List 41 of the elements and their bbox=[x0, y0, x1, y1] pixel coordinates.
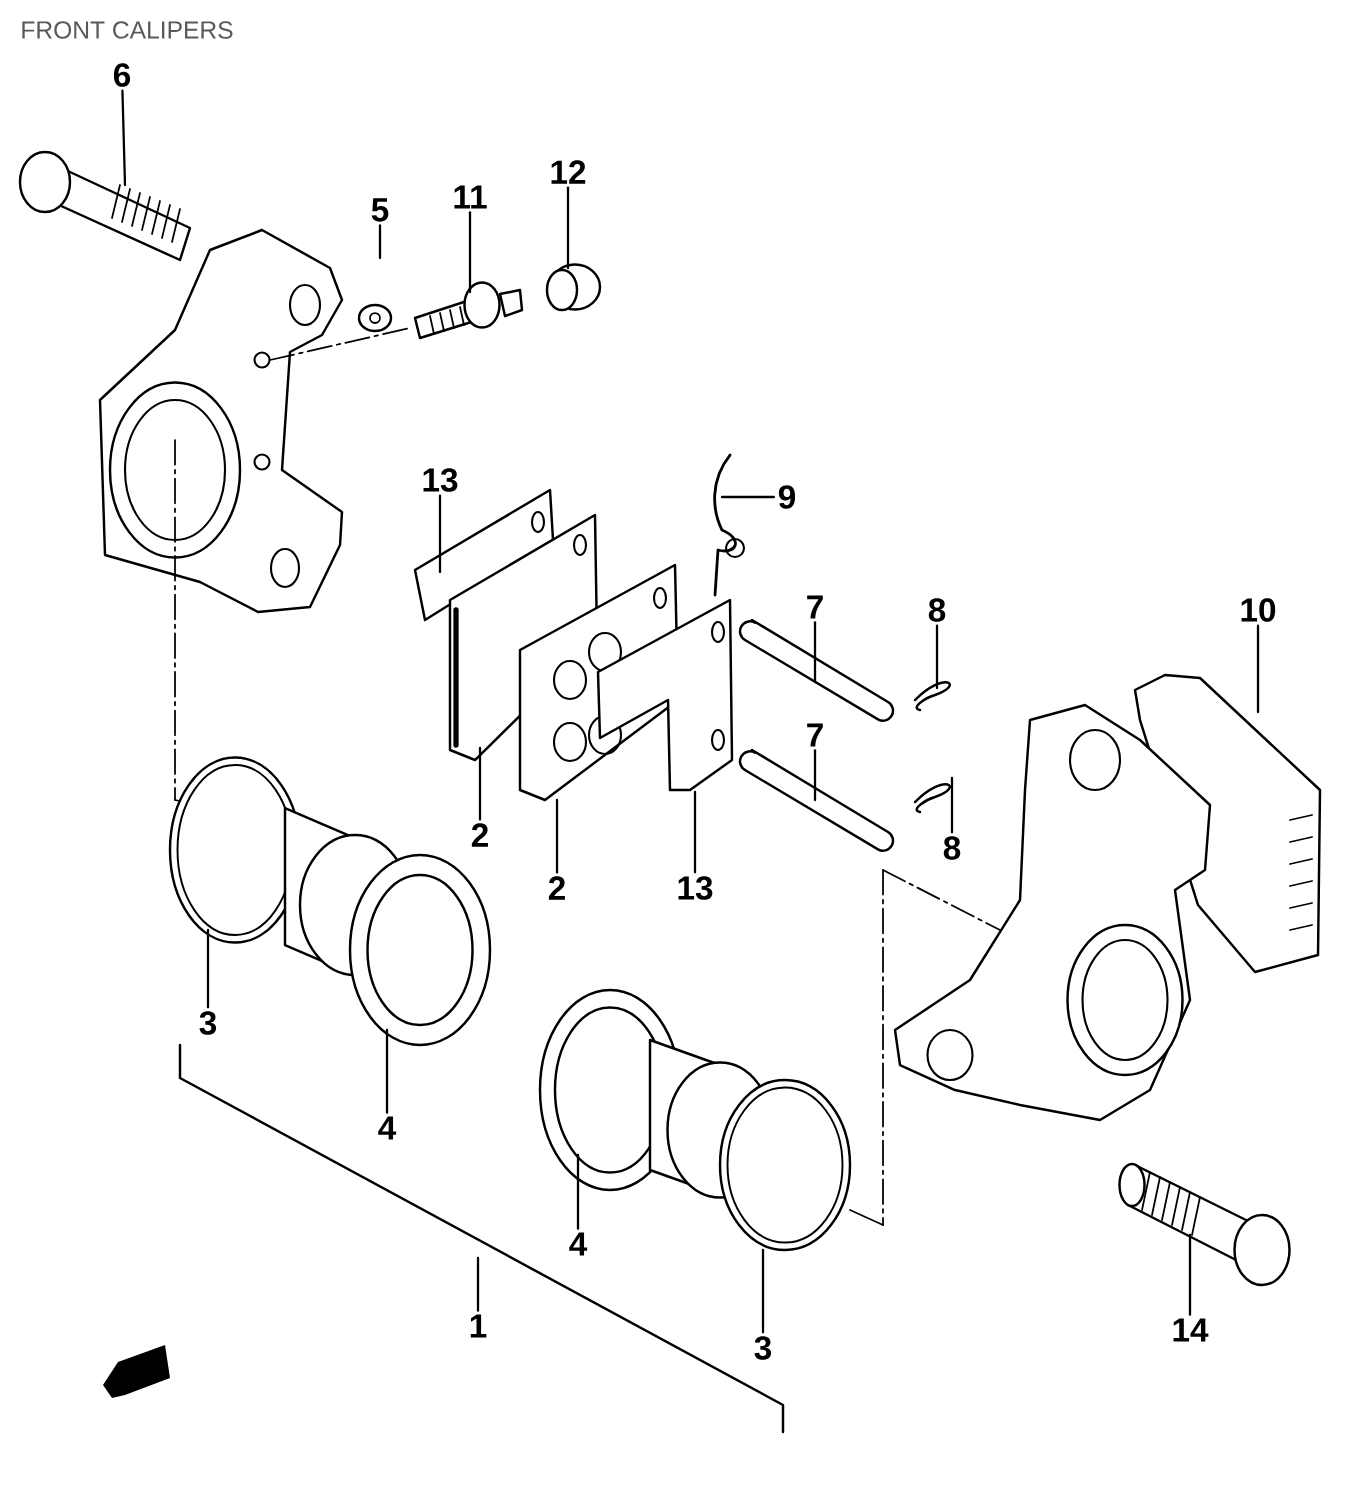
callout-number: 8 bbox=[928, 598, 946, 622]
leader-line bbox=[566, 186, 570, 270]
callout-number: 2 bbox=[471, 823, 488, 847]
leader-line bbox=[1256, 624, 1260, 714]
leader-line bbox=[813, 749, 817, 802]
callout-number: 13 bbox=[423, 468, 458, 492]
callout-number: 1 bbox=[470, 1314, 487, 1338]
callout-number: 13 bbox=[678, 876, 713, 900]
leader-line bbox=[761, 1248, 765, 1334]
callout-number: 8 bbox=[943, 836, 961, 860]
leader-line bbox=[468, 211, 472, 294]
leader-line bbox=[693, 790, 697, 874]
callout-number: 2 bbox=[548, 876, 565, 900]
leader-line bbox=[121, 89, 127, 187]
callout-number: 11 bbox=[454, 185, 487, 209]
callout-number: 9 bbox=[778, 485, 796, 509]
callout-number: 5 bbox=[371, 198, 389, 222]
leader-line bbox=[935, 624, 939, 690]
page-title: FRONT CALIPERS bbox=[22, 21, 233, 39]
leader-line bbox=[576, 1153, 580, 1230]
callout-number: 7 bbox=[807, 723, 823, 747]
leader-line bbox=[720, 495, 775, 499]
leader-line bbox=[476, 1256, 480, 1312]
leader-line bbox=[478, 746, 482, 821]
callout-number: 14 bbox=[1173, 1318, 1209, 1342]
leader-line bbox=[1188, 1233, 1192, 1316]
callout-number: 6 bbox=[113, 63, 131, 87]
callout-number: 3 bbox=[754, 1336, 772, 1360]
leader-line bbox=[813, 621, 817, 684]
leader-line bbox=[385, 1028, 389, 1114]
leader-line bbox=[378, 224, 382, 260]
callout-number: 12 bbox=[551, 160, 586, 184]
leader-line bbox=[438, 494, 442, 574]
callout-number: 4 bbox=[378, 1116, 397, 1140]
callout-number: 10 bbox=[1241, 598, 1276, 622]
leader-line bbox=[206, 928, 210, 1009]
callout-number: 4 bbox=[569, 1232, 588, 1256]
callout-number: 7 bbox=[807, 595, 823, 619]
callout-number: 3 bbox=[199, 1011, 217, 1035]
leader-line bbox=[950, 776, 954, 834]
leader-line bbox=[555, 798, 559, 874]
